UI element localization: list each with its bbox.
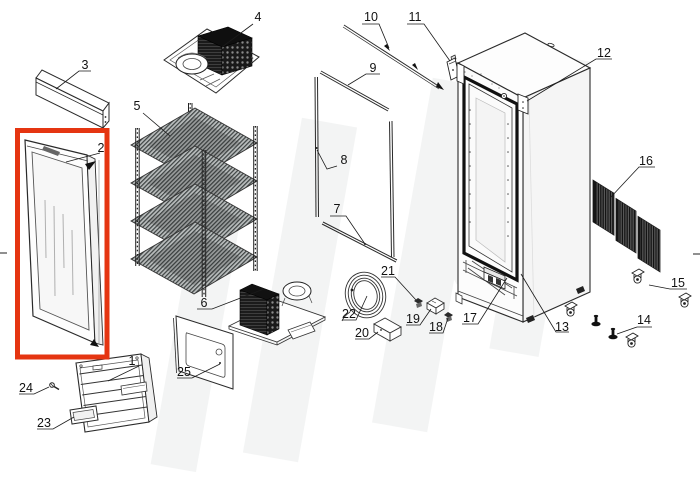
part-8-side-trim <box>314 76 319 218</box>
part-label-10: 10 <box>364 10 378 24</box>
part-label-6: 6 <box>201 296 208 310</box>
door-hinge-pin-top <box>85 161 96 170</box>
part-13-caster <box>564 301 578 317</box>
part-16-condenser-grille <box>592 179 661 273</box>
part-19-junction-box <box>426 297 445 315</box>
part-label-4: 4 <box>255 10 262 24</box>
leader-7 <box>330 215 366 245</box>
part-20-ballast-box <box>373 317 402 342</box>
side-trim-right <box>389 120 395 258</box>
door-hinge-pin-bottom <box>90 339 99 347</box>
part-label-18: 18 <box>429 320 443 334</box>
part-23-vent-cover <box>69 405 99 425</box>
part-label-19: 19 <box>406 312 420 326</box>
part-label-3: 3 <box>82 58 89 72</box>
leader-13 <box>520 273 569 333</box>
leader-23 <box>37 416 75 430</box>
part-label-21: 21 <box>381 264 395 278</box>
drain-control-box <box>483 266 506 290</box>
part-label-23: 23 <box>37 416 51 430</box>
part-label-14: 14 <box>637 313 651 327</box>
leader-24 <box>19 386 50 395</box>
part-9-trim-rail <box>319 70 390 112</box>
part-12-cabinet-body <box>455 32 592 323</box>
part-14-leveling-foot <box>591 314 618 340</box>
part-label-9: 9 <box>370 61 377 75</box>
part-11-hinge-bracket <box>446 54 460 81</box>
part-label-7: 7 <box>334 202 341 216</box>
top-band-dots <box>464 71 500 89</box>
part-label-12: 12 <box>597 46 611 60</box>
part-label-11: 11 <box>409 10 422 24</box>
leader-3 <box>55 70 91 90</box>
part-10-support-rod <box>342 24 444 90</box>
part-25-access-panel <box>173 315 234 390</box>
louver-slats <box>79 364 148 417</box>
leader-22 <box>342 295 368 321</box>
leader-5 <box>142 112 171 137</box>
shelf-pin-holes <box>469 109 509 237</box>
part-5-shelf-stack <box>130 103 258 297</box>
part-label-22: 22 <box>342 307 356 321</box>
leader-lines <box>19 23 687 430</box>
part-21-clip <box>414 298 423 308</box>
part-label-8: 8 <box>341 153 348 167</box>
leader-25 <box>177 363 221 379</box>
shelf <box>130 107 258 295</box>
fan-shroud <box>175 53 209 75</box>
part-label-16: 16 <box>639 154 653 168</box>
hinge-plate-right <box>517 93 529 115</box>
leader-17 <box>462 277 508 325</box>
leader-4 <box>221 23 254 48</box>
door-handle-groove <box>42 146 60 156</box>
leader-14 <box>616 326 652 335</box>
part-4-evaporator-unit <box>163 26 260 94</box>
leader-8 <box>316 149 338 170</box>
leader-11 <box>407 23 451 62</box>
part-2-glass-door <box>24 139 104 347</box>
leader-6 <box>197 288 265 310</box>
part-label-24: 24 <box>19 381 33 395</box>
hinge-plate-left <box>456 62 465 85</box>
leader-16 <box>609 166 655 199</box>
part-label-20: 20 <box>355 326 369 340</box>
leader-20 <box>355 331 379 340</box>
leader-2 <box>65 152 101 163</box>
leader-21 <box>381 276 417 301</box>
part-label-13: 13 <box>555 320 569 334</box>
part-6-compressor-unit <box>227 281 327 346</box>
leader-1 <box>107 365 140 382</box>
part-label-5: 5 <box>134 99 141 113</box>
grille-slot <box>120 381 148 396</box>
part-label-1: 1 <box>129 354 136 368</box>
part-label-17: 17 <box>463 311 477 325</box>
part-label-25: 25 <box>177 365 191 379</box>
leader-15 <box>648 284 687 290</box>
leader-12 <box>526 58 612 102</box>
leader-10 <box>362 23 390 49</box>
part-22-gasket-coil <box>341 271 387 322</box>
part-label-15: 15 <box>671 276 685 290</box>
condenser-fan <box>282 281 312 301</box>
part-label-2: 2 <box>98 141 105 155</box>
part-3-top-panel <box>35 69 110 130</box>
leader-9 <box>347 73 380 86</box>
leader-19 <box>406 308 432 326</box>
part-24-screw <box>49 382 60 391</box>
part-labels: 1 2 3 4 5 6 7 8 9 10 11 12 13 14 15 16 1… <box>19 10 685 430</box>
highlight-box-part-2 <box>15 128 110 360</box>
leader-18 <box>429 317 449 334</box>
